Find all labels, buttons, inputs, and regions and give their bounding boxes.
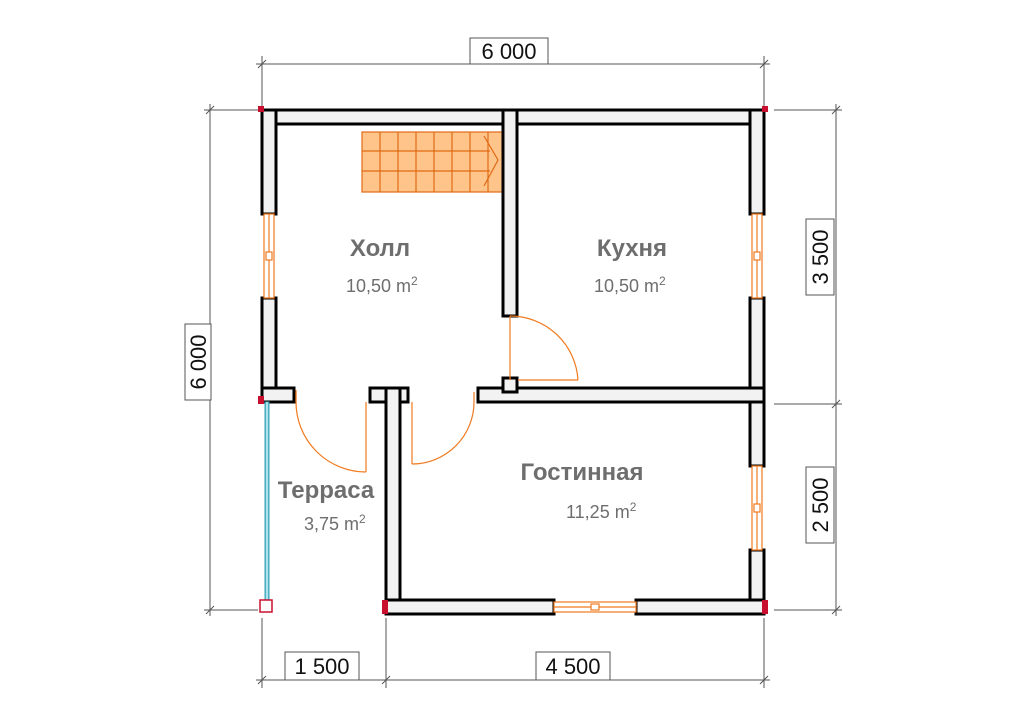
dimension-right-lower: 2 500 bbox=[805, 466, 835, 544]
door-terrace-hall bbox=[295, 390, 367, 473]
room-hall-name: Холл bbox=[350, 235, 410, 262]
room-terrace: Терраса 3,75 m2 bbox=[278, 477, 375, 534]
windows bbox=[263, 213, 763, 613]
room-terrace-name: Терраса bbox=[278, 477, 375, 504]
dimension-bottom-right-label: 4 500 bbox=[545, 654, 600, 679]
terrace-post bbox=[259, 599, 273, 613]
room-terrace-area: 3,75 m2 bbox=[304, 512, 366, 534]
dimension-right-lower-label: 2 500 bbox=[808, 477, 833, 532]
room-kitchen: Кухня 10,50 m2 bbox=[594, 235, 667, 296]
dimension-right-upper: 3 500 bbox=[805, 218, 835, 296]
dimension-top: 6 000 bbox=[469, 37, 549, 65]
doors bbox=[295, 315, 579, 473]
dimension-left: 6 000 bbox=[184, 323, 212, 401]
room-living-name: Гостинная bbox=[521, 459, 644, 486]
window-living-bottom bbox=[553, 601, 637, 613]
room-hall-area: 10,50 m2 bbox=[346, 274, 418, 296]
door-hall-kitchen bbox=[509, 315, 579, 381]
dimension-bottom-right: 4 500 bbox=[535, 651, 611, 681]
dimension-right-upper-label: 3 500 bbox=[808, 229, 833, 284]
window-kitchen-right bbox=[751, 213, 763, 299]
room-living: Гостинная 11,25 m2 bbox=[521, 459, 644, 522]
dimension-bottom-left: 1 500 bbox=[284, 651, 360, 681]
dimension-left-label: 6 000 bbox=[186, 334, 211, 389]
terrace-railing bbox=[264, 401, 270, 601]
dimension-lines bbox=[204, 56, 842, 688]
room-kitchen-area: 10,50 m2 bbox=[594, 274, 666, 296]
dimension-bottom-left-label: 1 500 bbox=[294, 654, 349, 679]
room-living-area: 11,25 m2 bbox=[566, 500, 637, 522]
room-kitchen-name: Кухня bbox=[597, 235, 667, 262]
window-hall-left bbox=[263, 213, 275, 299]
window-living-right bbox=[751, 465, 763, 551]
stairs bbox=[361, 131, 509, 193]
dimension-top-label: 6 000 bbox=[481, 39, 536, 64]
corner-posts bbox=[258, 106, 768, 614]
walls bbox=[260, 108, 766, 616]
door-hall-living bbox=[411, 392, 475, 465]
room-hall: Холл 10,50 m2 bbox=[346, 235, 418, 296]
